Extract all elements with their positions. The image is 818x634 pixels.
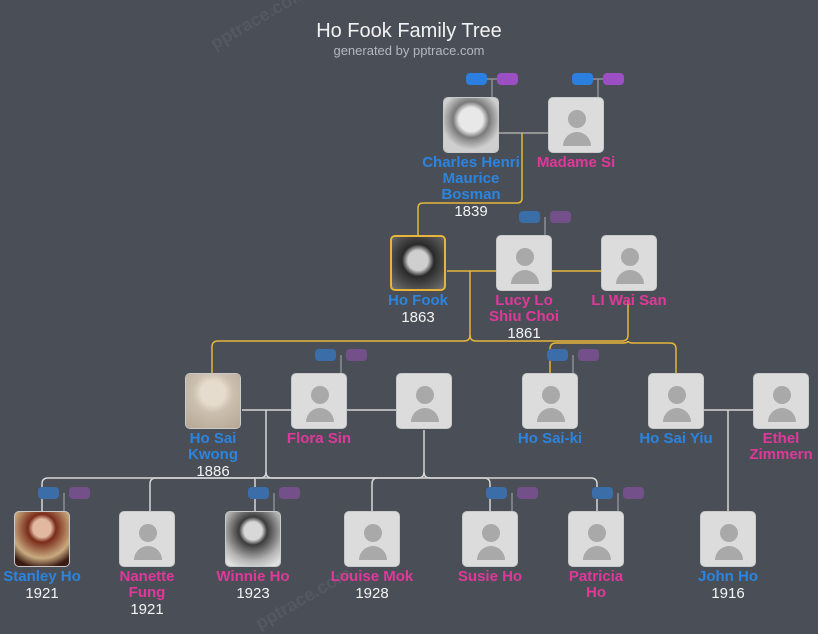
avatar-placeholder-icon	[522, 373, 578, 429]
person-name: Flora Sin	[286, 430, 352, 447]
person-name: Lucy Lo Shiu Choi	[489, 292, 559, 325]
person-name: Ho Sai Yiu	[639, 430, 713, 447]
person-name: Stanley Ho	[3, 568, 81, 585]
show-mother-button[interactable]	[69, 487, 90, 499]
person-name: Madame Si	[536, 154, 616, 171]
person-name: Ethel Zimmern	[749, 430, 813, 463]
portrait-photo	[443, 97, 499, 153]
portrait-photo	[390, 235, 446, 291]
person-name: Nanette Fung	[119, 568, 175, 601]
tree-connectors	[41, 78, 753, 512]
person-name: Charles Henri Maurice Bosman	[422, 154, 520, 203]
show-mother-button[interactable]	[623, 487, 644, 499]
person-year: 1921	[25, 585, 59, 602]
avatar-placeholder-icon	[648, 373, 704, 429]
person-node[interactable]: Patricia Ho	[536, 511, 656, 601]
person-node[interactable]: Flora Sin	[259, 373, 379, 447]
avatar-placeholder-icon	[291, 373, 347, 429]
page-title: Ho Fook Family Tree	[316, 20, 502, 42]
person-node[interactable]	[364, 373, 484, 429]
show-father-button[interactable]	[592, 487, 613, 499]
person-node[interactable]: Nanette Fung 1921	[87, 511, 207, 618]
page-subtitle: generated by pptrace.com	[333, 43, 485, 58]
show-mother-button[interactable]	[603, 73, 624, 85]
person-node[interactable]: Ethel Zimmern	[721, 373, 818, 463]
person-node[interactable]: Winnie Ho 1923	[193, 511, 313, 602]
person-year: 1916	[711, 585, 745, 602]
portrait-photo	[185, 373, 241, 429]
avatar-placeholder-icon	[753, 373, 809, 429]
avatar-placeholder-icon	[700, 511, 756, 567]
person-name: LI Wai San	[591, 292, 667, 309]
person-year: 1886	[196, 463, 230, 480]
person-node-selected[interactable]: Ho Fook 1863	[358, 235, 478, 326]
person-name: Ho Sai Kwong	[188, 430, 238, 463]
show-father-button[interactable]	[38, 487, 59, 499]
person-name: Susie Ho	[457, 568, 523, 585]
avatar-placeholder-icon	[119, 511, 175, 567]
show-father-button[interactable]	[572, 73, 593, 85]
avatar-placeholder-icon	[462, 511, 518, 567]
person-node[interactable]: Stanley Ho 1921	[0, 511, 102, 602]
show-mother-button[interactable]	[346, 349, 367, 361]
show-father-button[interactable]	[248, 487, 269, 499]
portrait-photo	[14, 511, 70, 567]
person-year: 1863	[401, 309, 435, 326]
show-father-button[interactable]	[519, 211, 540, 223]
show-father-button[interactable]	[315, 349, 336, 361]
person-node[interactable]: Louise Mok 1928	[312, 511, 432, 602]
show-mother-button[interactable]	[279, 487, 300, 499]
person-node[interactable]: Lucy Lo Shiu Choi 1861	[464, 235, 584, 342]
person-name: Patricia Ho	[568, 568, 624, 601]
person-node[interactable]: Madame Si	[516, 97, 636, 171]
person-year: 1861	[507, 325, 541, 342]
person-name: Ho Fook	[388, 292, 448, 309]
person-name: Ho Sai-ki	[517, 430, 583, 447]
avatar-placeholder-icon	[396, 373, 452, 429]
person-node[interactable]: Susie Ho	[430, 511, 550, 585]
person-year: 1921	[130, 601, 164, 618]
avatar-placeholder-icon	[496, 235, 552, 291]
avatar-placeholder-icon	[548, 97, 604, 153]
person-name: Winnie Ho	[216, 568, 290, 585]
avatar-placeholder-icon	[601, 235, 657, 291]
show-father-button[interactable]	[486, 487, 507, 499]
portrait-photo	[225, 511, 281, 567]
person-name: Louise Mok	[330, 568, 414, 585]
avatar-placeholder-icon	[344, 511, 400, 567]
person-node[interactable]: Charles Henri Maurice Bosman 1839	[411, 97, 531, 220]
person-node[interactable]: LI Wai San	[569, 235, 689, 309]
person-node[interactable]: Ho Sai Kwong 1886	[153, 373, 273, 480]
show-mother-button[interactable]	[497, 73, 518, 85]
person-name: John Ho	[698, 568, 758, 585]
person-year: 1928	[355, 585, 389, 602]
show-mother-button[interactable]	[578, 349, 599, 361]
person-year: 1839	[454, 203, 488, 220]
avatar-placeholder-icon	[568, 511, 624, 567]
person-node[interactable]: Ho Sai Yiu	[616, 373, 736, 447]
person-year: 1923	[236, 585, 270, 602]
person-node[interactable]: Ho Sai-ki	[490, 373, 610, 447]
show-father-button[interactable]	[547, 349, 568, 361]
show-mother-button[interactable]	[550, 211, 571, 223]
show-mother-button[interactable]	[517, 487, 538, 499]
show-father-button[interactable]	[466, 73, 487, 85]
person-node[interactable]: John Ho 1916	[668, 511, 788, 602]
